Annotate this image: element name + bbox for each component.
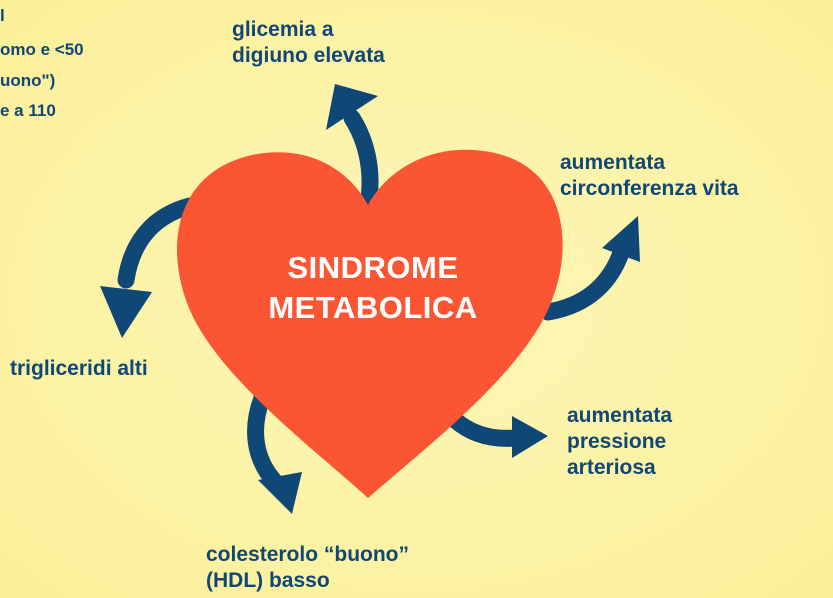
arrowhead-circonferenza: [602, 216, 640, 262]
center-title: SINDROME METABOLICA: [268, 250, 478, 325]
note-line: omo e <50: [0, 40, 84, 59]
arrow-pressione: [446, 411, 524, 447]
label-glicemia: glicemia a digiuno elevata: [232, 18, 385, 67]
label-trigliceridi: trigliceridi alti: [10, 357, 148, 380]
arrow-trigliceridi: [117, 197, 199, 289]
arrowhead-colesterolo: [258, 472, 302, 514]
arrow-glicemia: [343, 109, 379, 214]
note-line: uono"): [0, 71, 56, 90]
label-colesterolo: colesterolo “buono” (HDL) basso: [206, 543, 410, 592]
label-pressione: aumentata pressione arteriosa: [567, 404, 673, 479]
heart-shape: [177, 149, 563, 499]
arrow-colesterolo: [247, 389, 284, 491]
arrowhead-glicemia: [326, 84, 378, 130]
arrow-circonferenza: [539, 241, 631, 321]
note-line: l: [0, 6, 5, 25]
note-line: e a 110: [0, 101, 56, 120]
label-circonferenza: aumentata circonferenza vita: [560, 151, 739, 200]
arrowhead-pressione: [512, 416, 548, 458]
arrowhead-trigliceridi: [100, 286, 152, 338]
